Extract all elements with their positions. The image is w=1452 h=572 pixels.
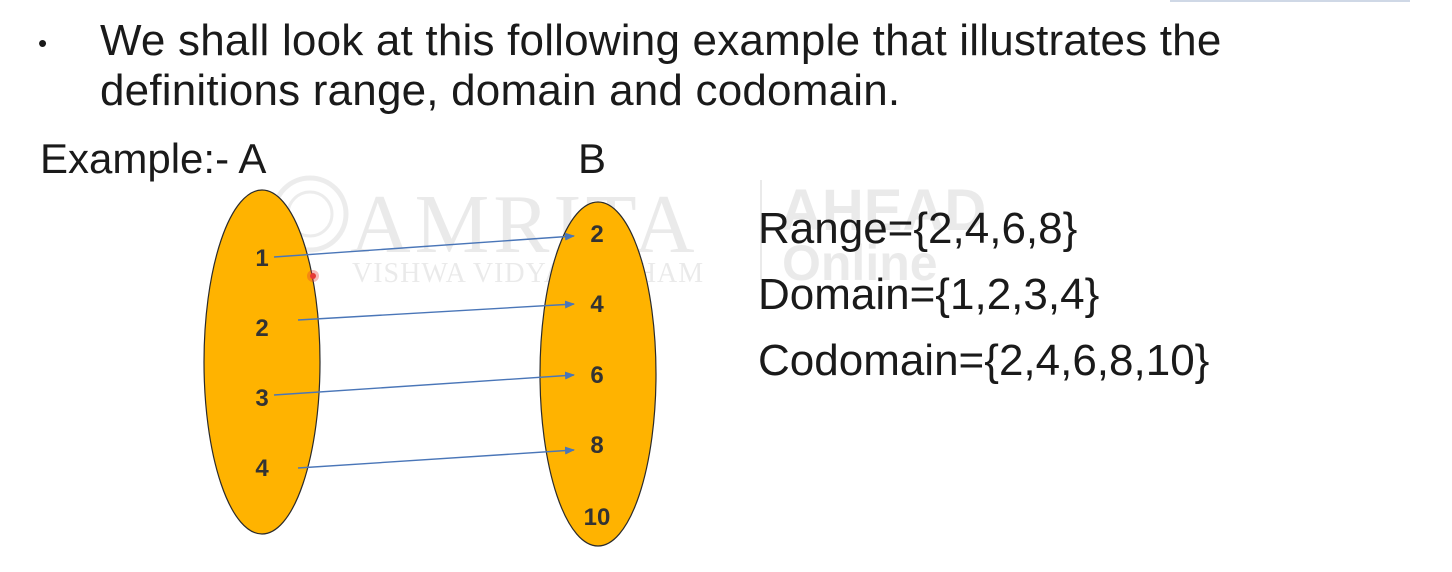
watermark-online: Online <box>782 235 938 291</box>
watermark-ahead: AHEAD <box>780 178 986 243</box>
codomain-definition: Codomain={2,4,6,8,10} <box>758 336 1210 385</box>
set-b-element: 8 <box>590 432 603 459</box>
set-a-ellipse <box>203 189 321 535</box>
bullet-marker: • <box>38 28 48 58</box>
mapping-arrow <box>297 300 575 321</box>
set-b-element: 6 <box>590 362 603 389</box>
laser-pointer-icon <box>307 270 319 282</box>
range-definition: Range={2,4,6,8} <box>758 204 1078 253</box>
set-b-ellipse <box>539 201 657 547</box>
definitions-block: Range={2,4,6,8} Domain={1,2,3,4} Codomai… <box>758 196 1209 394</box>
mapping-arrow <box>297 446 575 469</box>
top-rule <box>1170 0 1410 2</box>
domain-definition: Domain={1,2,3,4} <box>758 270 1100 319</box>
set-a-element: 2 <box>255 315 268 342</box>
watermark-subtitle: VISHWA VIDYAPEETHAM <box>352 258 704 289</box>
watermark-divider <box>760 180 762 280</box>
intro-bullet-text: We shall look at this following example … <box>100 16 1222 115</box>
set-a-element: 1 <box>255 245 268 272</box>
set-b-element: 2 <box>590 221 603 248</box>
mapping-arrow <box>273 232 575 258</box>
example-label: Example:- A <box>40 135 267 182</box>
mapping-arrow <box>273 371 575 396</box>
set-a-element: 4 <box>255 455 269 482</box>
set-b-element: 4 <box>590 291 604 318</box>
set-b-element: 10 <box>584 504 611 531</box>
set-a-element: 3 <box>255 385 268 412</box>
set-b-label: B <box>578 135 607 182</box>
